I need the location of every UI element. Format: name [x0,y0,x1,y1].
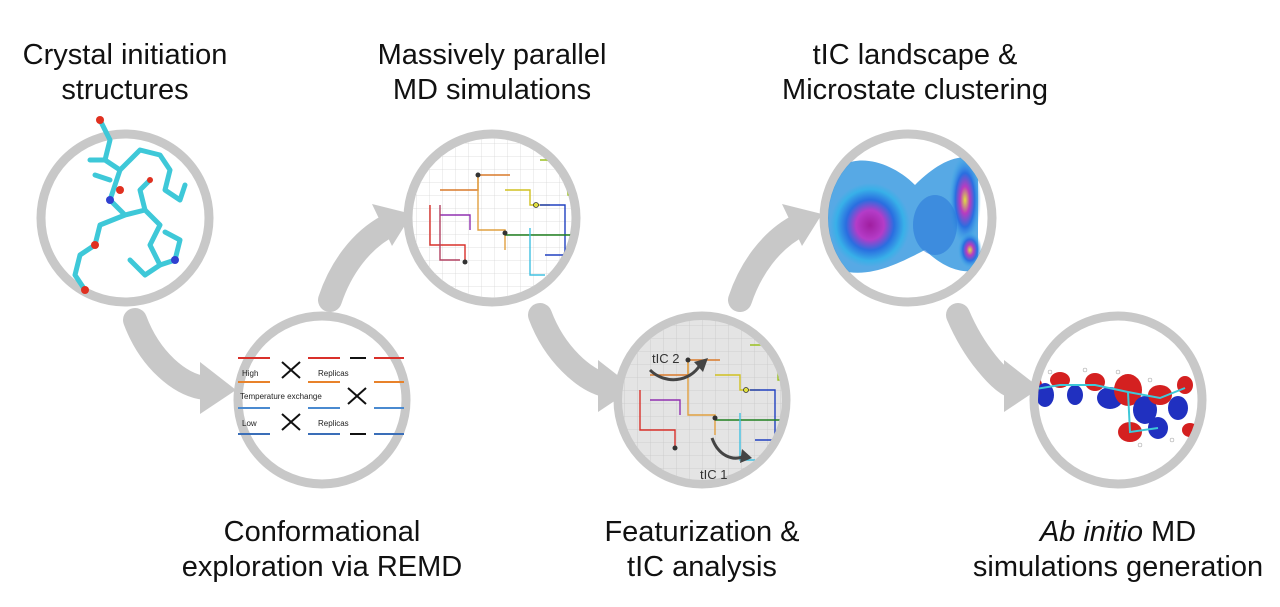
molecule-icon [72,117,188,293]
circle-ab-initio [1029,311,1207,489]
stage-title-crystal-line2: structures [61,74,189,106]
orbital-density-icon [1038,367,1198,448]
stage-title-crystal: Crystal initiation structures [5,38,245,108]
remd-replicas-top-label: Replicas [318,369,349,378]
stage-title-md-line1: Massively parallel [377,39,607,71]
remd-replicas-bottom-label: Replicas [318,419,349,428]
circle-featurization: tIC 2 tIC 1 [613,311,791,489]
flow-arrow-1 [123,308,217,400]
flow-arrowheads [200,204,1040,414]
stage-title-featurization-line1: Featurization & [604,516,800,548]
stage-title-featurization: Featurization & tIC analysis [572,515,832,585]
stage-title-md: Massively parallel MD simulations [362,38,622,108]
free-energy-landscape [828,155,982,273]
stage-title-remd: Conformational exploration via REMD [162,515,482,585]
stage-title-abinitio-line2: simulations generation [972,551,1264,583]
flow-arrow-4 [728,213,812,312]
flow-arrow-3 [528,303,617,397]
circle-crystal-structures [36,116,214,307]
tic2-label: tIC 2 [652,351,679,366]
remd-temperature-exchange-label: Temperature exchange [240,392,322,401]
tic1-label: tIC 1 [700,467,727,482]
stage-title-abinitio-italic: Ab initio [1039,516,1143,548]
remd-low-label: Low [242,419,257,428]
remd-high-label: High [242,369,258,378]
circle-remd: High Replicas Temperature exchange Low R… [233,311,411,489]
circle-md-simulations [403,129,581,307]
stage-title-remd-line1: Conformational [223,516,421,548]
stage-title-landscape-line1: tIC landscape & [812,39,1018,71]
tic2-arrow-icon [648,364,702,382]
circle-tic-landscape [819,129,997,307]
stage-title-abinitio: Ab initio MD simulations generation [968,515,1268,585]
stage-title-remd-line2: exploration via REMD [181,551,463,583]
stage-title-crystal-line1: Crystal initiation [22,39,228,71]
flow-arrow-5 [946,303,1022,397]
stage-title-abinitio-rest: MD [1143,516,1197,548]
stage-title-landscape-line2: Microstate clustering [782,74,1048,106]
flow-arrows [123,213,1022,400]
stage-title-abinitio-line1: Ab initio MD [968,515,1268,550]
remd-replica-arrows [238,357,404,435]
stage-title-featurization-line2: tIC analysis [627,551,777,583]
stage-title-md-line2: MD simulations [392,74,592,106]
flow-arrow-2 [318,213,402,312]
stage-title-landscape: tIC landscape & Microstate clustering [770,38,1060,108]
